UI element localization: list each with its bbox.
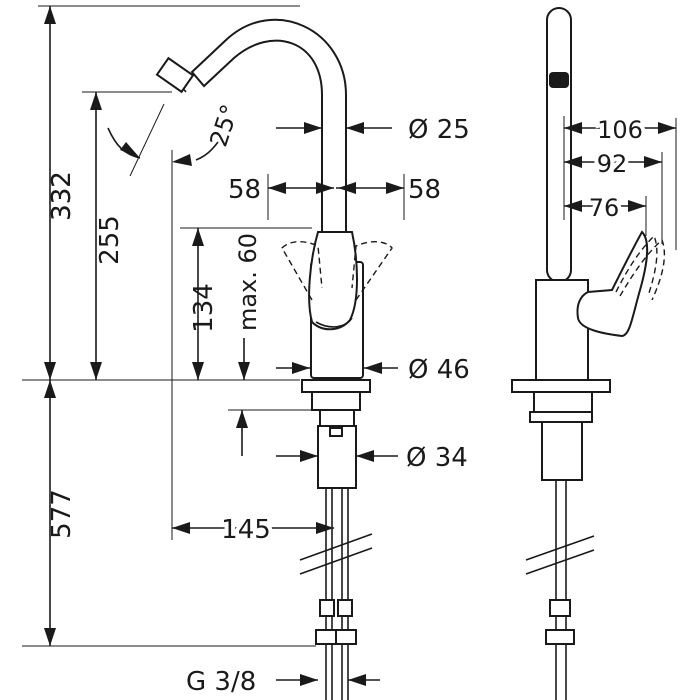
dim-spout-diameter: Ø 25 <box>408 115 470 145</box>
dim-lever-clearance: max. 60 <box>234 233 262 331</box>
nut <box>319 409 355 427</box>
dim-shank-diameter: Ø 34 <box>406 443 468 473</box>
dim-spout-angle: 25° <box>205 101 245 150</box>
side-body <box>535 279 589 381</box>
lever-swing-left <box>281 241 323 301</box>
dim-spout-height: 255 <box>95 215 125 265</box>
side-lever <box>576 230 648 338</box>
spout-gooseneck <box>190 18 347 233</box>
side-aerator <box>549 72 569 88</box>
dim-connection: G 3/8 <box>186 667 256 697</box>
hose-fitting-right <box>337 599 353 617</box>
dim-side-92: 92 <box>597 150 628 178</box>
front-view <box>155 18 393 700</box>
hose-fitting-left <box>319 599 335 617</box>
dim-total-height: 332 <box>47 171 77 221</box>
base-plate <box>301 379 371 393</box>
base-ring <box>311 391 361 411</box>
dim-below-deck: 577 <box>47 489 77 539</box>
lever-handle <box>308 231 358 331</box>
dim-total-height-label: 332 <box>47 171 77 221</box>
dim-spout-reach: 145 <box>221 515 271 545</box>
aerator <box>155 56 195 94</box>
dim-body-diameter: Ø 46 <box>408 355 470 385</box>
dim-side-106: 106 <box>597 116 643 144</box>
dim-swing-left: 58 <box>228 175 261 205</box>
side-view <box>511 7 666 700</box>
dim-lever-height: 134 <box>189 283 219 333</box>
lever-swing-right <box>351 241 393 301</box>
side-spout <box>546 7 572 283</box>
dim-side-76: 76 <box>589 194 620 222</box>
dim-swing-right: 58 <box>408 175 441 205</box>
dimension-annotations: 332 255 134 max. 60 577 145 <box>22 5 677 697</box>
